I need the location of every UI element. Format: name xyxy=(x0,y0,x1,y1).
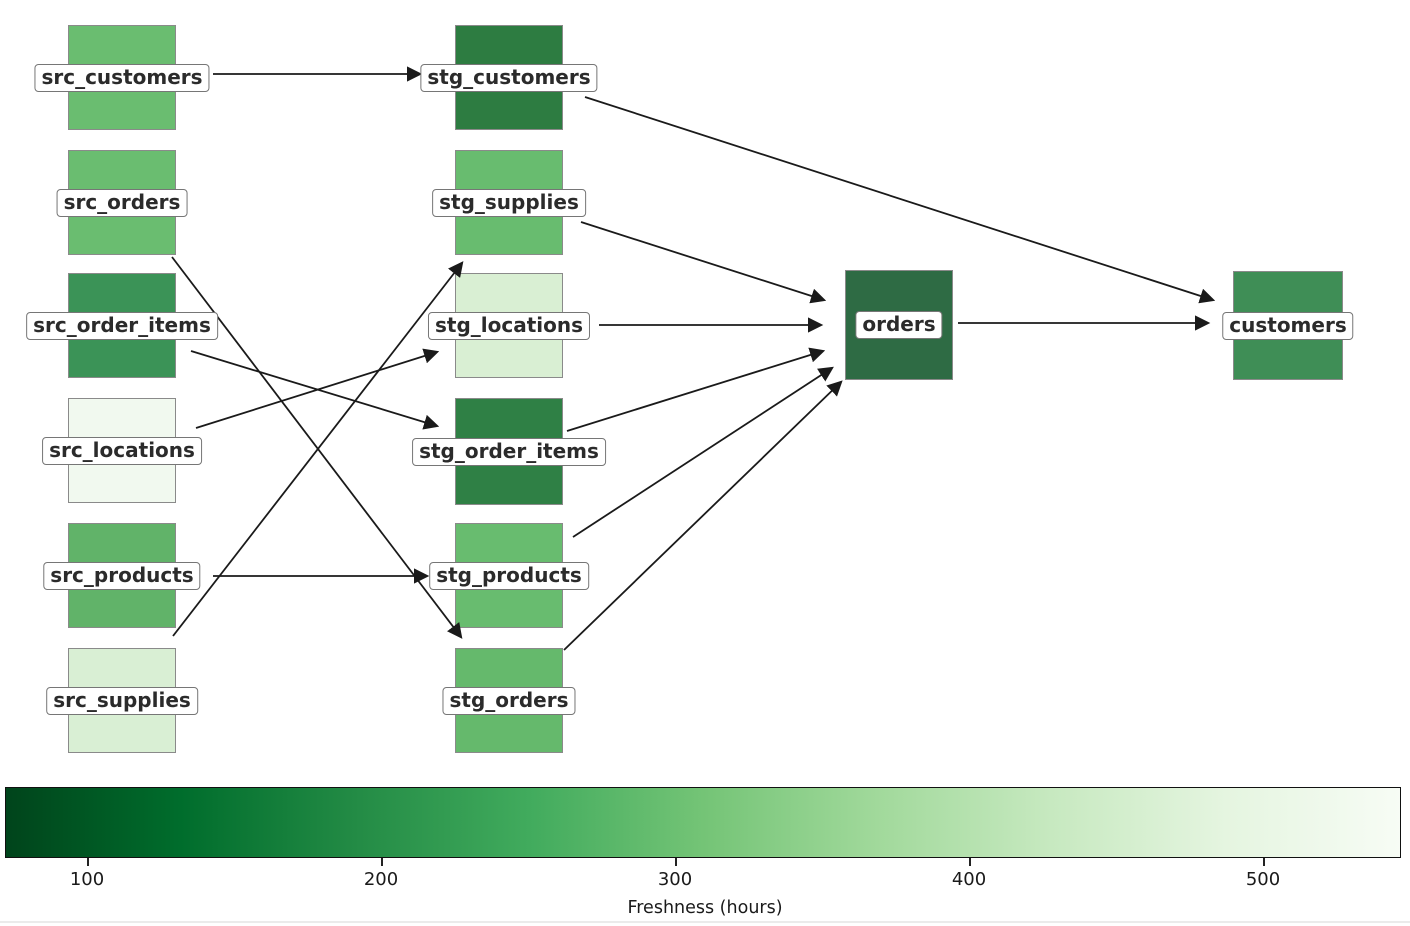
colorbar-tick-100 xyxy=(87,858,89,866)
colorbar-tick-label-200: 200 xyxy=(363,869,399,890)
node-label-stg_orders: stg_orders xyxy=(442,686,576,715)
edge-stg_supplies-to-orders xyxy=(580,221,827,304)
colorbar-tick-label-500: 500 xyxy=(1245,869,1281,890)
colorbar-tick-500 xyxy=(1263,858,1265,866)
edge-stg_products-to-orders xyxy=(572,366,834,538)
node-label-src_customers: src_customers xyxy=(34,63,210,92)
colorbar-tick-400 xyxy=(969,858,971,866)
node-label-stg_customers: stg_customers xyxy=(420,63,598,92)
colorbar-axis-label: Freshness (hours) xyxy=(627,898,783,918)
freshness-colorbar xyxy=(5,787,1401,858)
node-label-src_order_items: src_order_items xyxy=(26,311,218,340)
node-label-src_products: src_products xyxy=(43,561,201,590)
colorbar-tick-label-400: 400 xyxy=(951,869,987,890)
edge-src_locations-to-stg_locations xyxy=(195,348,440,429)
node-label-stg_products: stg_products xyxy=(429,561,589,590)
node-label-src_supplies: src_supplies xyxy=(46,686,198,715)
colorbar-tick-200 xyxy=(381,858,383,866)
node-label-src_orders: src_orders xyxy=(56,188,188,217)
edge-src_order_items-to-stg_order_items xyxy=(190,350,440,430)
figure-bottom-edge xyxy=(0,921,1410,923)
node-label-orders: orders xyxy=(855,311,943,339)
node-label-src_locations: src_locations xyxy=(42,436,202,465)
colorbar-tick-label-100: 100 xyxy=(69,869,105,890)
node-label-customers: customers xyxy=(1222,311,1354,340)
edge-stg_orders-to-orders xyxy=(563,380,843,651)
node-label-stg_locations: stg_locations xyxy=(427,311,591,340)
edge-stg_order_items-to-orders xyxy=(566,347,826,432)
node-label-stg_order_items: stg_order_items xyxy=(412,437,606,466)
node-label-stg_supplies: stg_supplies xyxy=(432,188,586,217)
colorbar-tick-label-300: 300 xyxy=(657,869,693,890)
colorbar-tick-300 xyxy=(675,858,677,866)
